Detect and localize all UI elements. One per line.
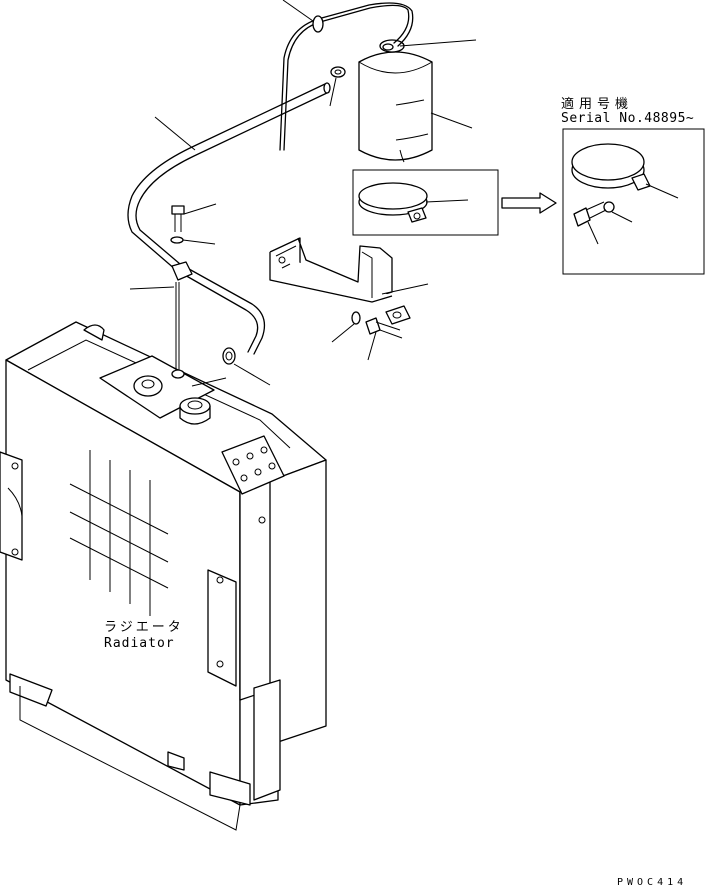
washer xyxy=(351,311,361,325)
leader-line xyxy=(233,363,271,386)
leader-line xyxy=(367,331,377,361)
leader-line xyxy=(329,77,337,107)
drawing-code: PWOC414 xyxy=(617,877,688,888)
serial-label-ja: 適用号機 xyxy=(561,97,634,112)
pipe-clip xyxy=(171,261,193,370)
leader-line xyxy=(381,283,429,295)
tank-hose xyxy=(279,2,414,151)
reserve-tank xyxy=(358,39,433,163)
washer xyxy=(170,236,184,244)
serial-box xyxy=(562,128,705,275)
clamp-inset xyxy=(352,169,499,236)
leader-line xyxy=(611,211,633,223)
filler-cap xyxy=(179,397,211,425)
leader-line xyxy=(587,221,599,245)
serial-label-en: Serial No.48895~ xyxy=(561,111,695,126)
leader-line xyxy=(399,39,477,47)
radiator-label-ja: ラジエータ xyxy=(104,620,184,635)
hose-clamp xyxy=(330,66,346,78)
leader-line xyxy=(129,286,175,290)
leader-line xyxy=(182,239,216,245)
leader-line xyxy=(191,377,227,387)
leader-line xyxy=(430,112,473,129)
leader-line xyxy=(425,199,469,203)
leader-line xyxy=(154,116,196,151)
hose-end-clamp xyxy=(222,347,236,365)
arrow-icon xyxy=(501,192,557,214)
leader-line xyxy=(183,203,217,215)
bolt xyxy=(171,205,185,232)
tank-bracket xyxy=(269,237,411,325)
overflow-pipe xyxy=(127,82,331,355)
leader-line xyxy=(282,0,314,22)
leader-line xyxy=(645,183,679,199)
leader-line xyxy=(331,323,355,343)
radiator-label-en: Radiator xyxy=(104,636,175,651)
bolt xyxy=(365,317,403,339)
